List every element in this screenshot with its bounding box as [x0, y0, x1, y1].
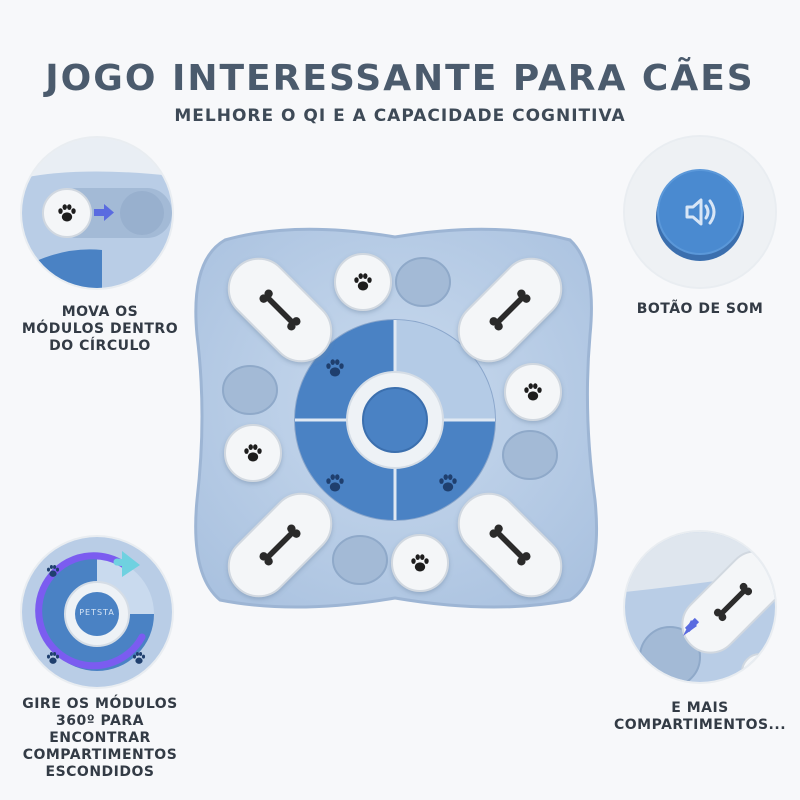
arrow-down-left-icon — [683, 617, 700, 636]
brand-logo: PETSTA — [79, 608, 115, 617]
arrow-right-icon — [94, 204, 114, 221]
page-subtitle: MELHORE O QI E A CAPACIDADE COGNITIVA — [174, 106, 626, 126]
feature-move-circle — [22, 138, 172, 288]
feature-rotate-caption: GIRE OS MÓDULOS 360º PARA ENCONTRAR COMP… — [22, 696, 178, 780]
feature-rotate-circle: PETSTA — [22, 537, 172, 687]
speaker-icon — [685, 198, 716, 226]
feature-more-caption: E MAIS COMPARTIMENTOS... — [613, 700, 787, 733]
feature-sound-caption: BOTÃO DE SOM — [636, 301, 764, 317]
feature-sound-circle — [625, 137, 775, 287]
page-title: JOGO INTERESSANTE PARA CÃES — [45, 58, 755, 99]
feature-move-caption: MOVA OS MÓDULOS DENTRO DO CÍRCULO — [21, 304, 179, 354]
feature-more-circle — [625, 532, 775, 682]
puzzle-board — [185, 215, 605, 620]
